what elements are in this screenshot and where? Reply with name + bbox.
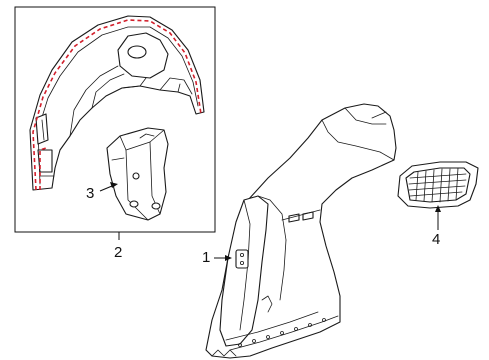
callout-4: 4 [432,231,441,248]
callout-2: 2 [114,244,123,261]
inset-frame [14,6,216,233]
wheelhouse-part [29,15,205,191]
bracket-part [106,127,169,221]
seam-sealer-line [32,19,202,191]
callout-3: 3 [86,185,95,202]
vent-grille-part [397,161,479,209]
quarter-panel-part [205,103,397,359]
grille-slats [408,167,467,203]
callout-1: 1 [202,249,211,266]
